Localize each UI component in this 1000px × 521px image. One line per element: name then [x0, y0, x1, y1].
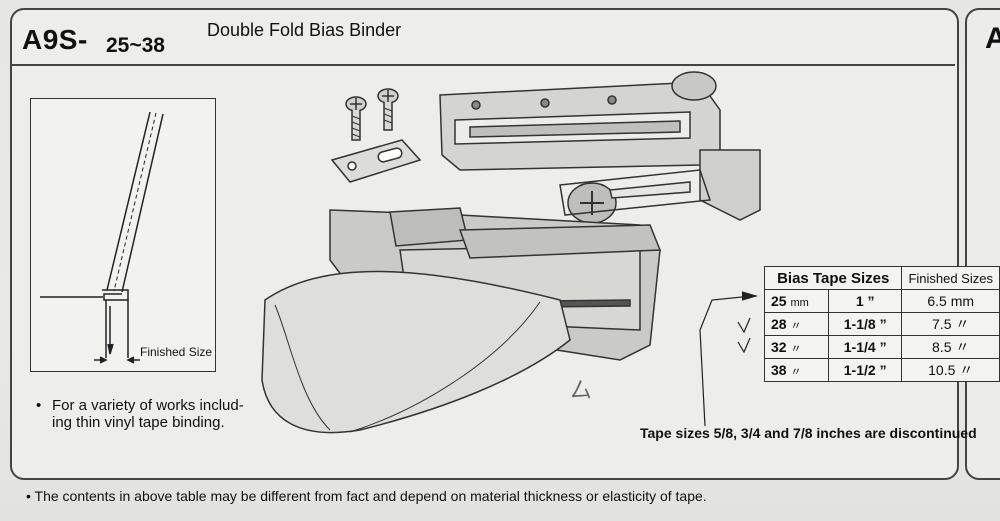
bullet-icon: • [26, 488, 31, 504]
tape-size-mm: 38 [771, 361, 787, 378]
adjacent-model-letter: A [985, 22, 1000, 55]
model-code: A9S- [22, 24, 88, 55]
screw-icon [345, 96, 367, 141]
adjacent-product-frame [965, 8, 1000, 480]
svg-text:厶: 厶 [570, 378, 592, 403]
table-header-row: Bias Tape Sizes Finished Sizes [763, 266, 1000, 290]
product-title: Double Fold Bias Binder [207, 20, 402, 40]
unit-label: 〃 [790, 342, 802, 355]
table-row: 25 mm 1 ” 6.5 mm [764, 289, 1000, 313]
unit-label: 〃 [790, 365, 802, 378]
disclaimer-note: • The contents in above table may be dif… [26, 488, 707, 504]
screw-icon [377, 88, 399, 131]
finished-size-label: Finished Size [140, 345, 213, 359]
feature-note-line1: For a variety of works includ- [52, 397, 244, 414]
tape-size-mm: 25 [771, 293, 787, 309]
tape-size-mm: 32 [771, 338, 787, 355]
table-row: 38 〃 1-1/2 ” 10.5 〃 [764, 358, 1000, 382]
feature-note-line2: ing thin vinyl tape binding. [52, 414, 225, 431]
tape-size-inch: 1 ” [827, 289, 903, 313]
discontinued-note: Tape sizes 5/8, 3/4 and 7/8 inches are d… [640, 425, 977, 441]
tape-diagram-box [30, 98, 216, 372]
bias-tape-size-table: Bias Tape Sizes Finished Sizes 25 mm 1 ”… [763, 266, 1000, 382]
bullet-icon: • [36, 397, 42, 414]
disclaimer-text: The contents in above table may be diffe… [34, 488, 707, 504]
unit-label: mm [790, 297, 809, 309]
finished-sizes-header: Finished Sizes [901, 266, 1000, 290]
table-row: 28 〃 1-1/8 ” 7.5 〃 [764, 312, 1000, 336]
bias-tape-sizes-header: Bias Tape Sizes [763, 266, 903, 290]
feature-note: • For a variety of works includ- ing thi… [36, 397, 278, 431]
tape-size-inch: 1-1/8 ” [827, 312, 903, 336]
tape-size-inch: 1-1/2 ” [827, 358, 903, 382]
header-divider [12, 64, 955, 66]
tape-size-mm: 28 [771, 315, 787, 332]
finished-size-value: 10.5 〃 [901, 358, 1000, 382]
finished-size-value: 7.5 〃 [901, 312, 1000, 336]
unit-label: 〃 [790, 319, 802, 332]
model-size-range: 25~38 [106, 34, 165, 57]
tape-size-inch: 1-1/4 ” [827, 335, 903, 359]
table-row: 32 〃 1-1/4 ” 8.5 〃 [764, 335, 1000, 359]
finished-size-value: 8.5 〃 [901, 335, 1000, 359]
finished-size-value: 6.5 mm [901, 289, 1000, 313]
